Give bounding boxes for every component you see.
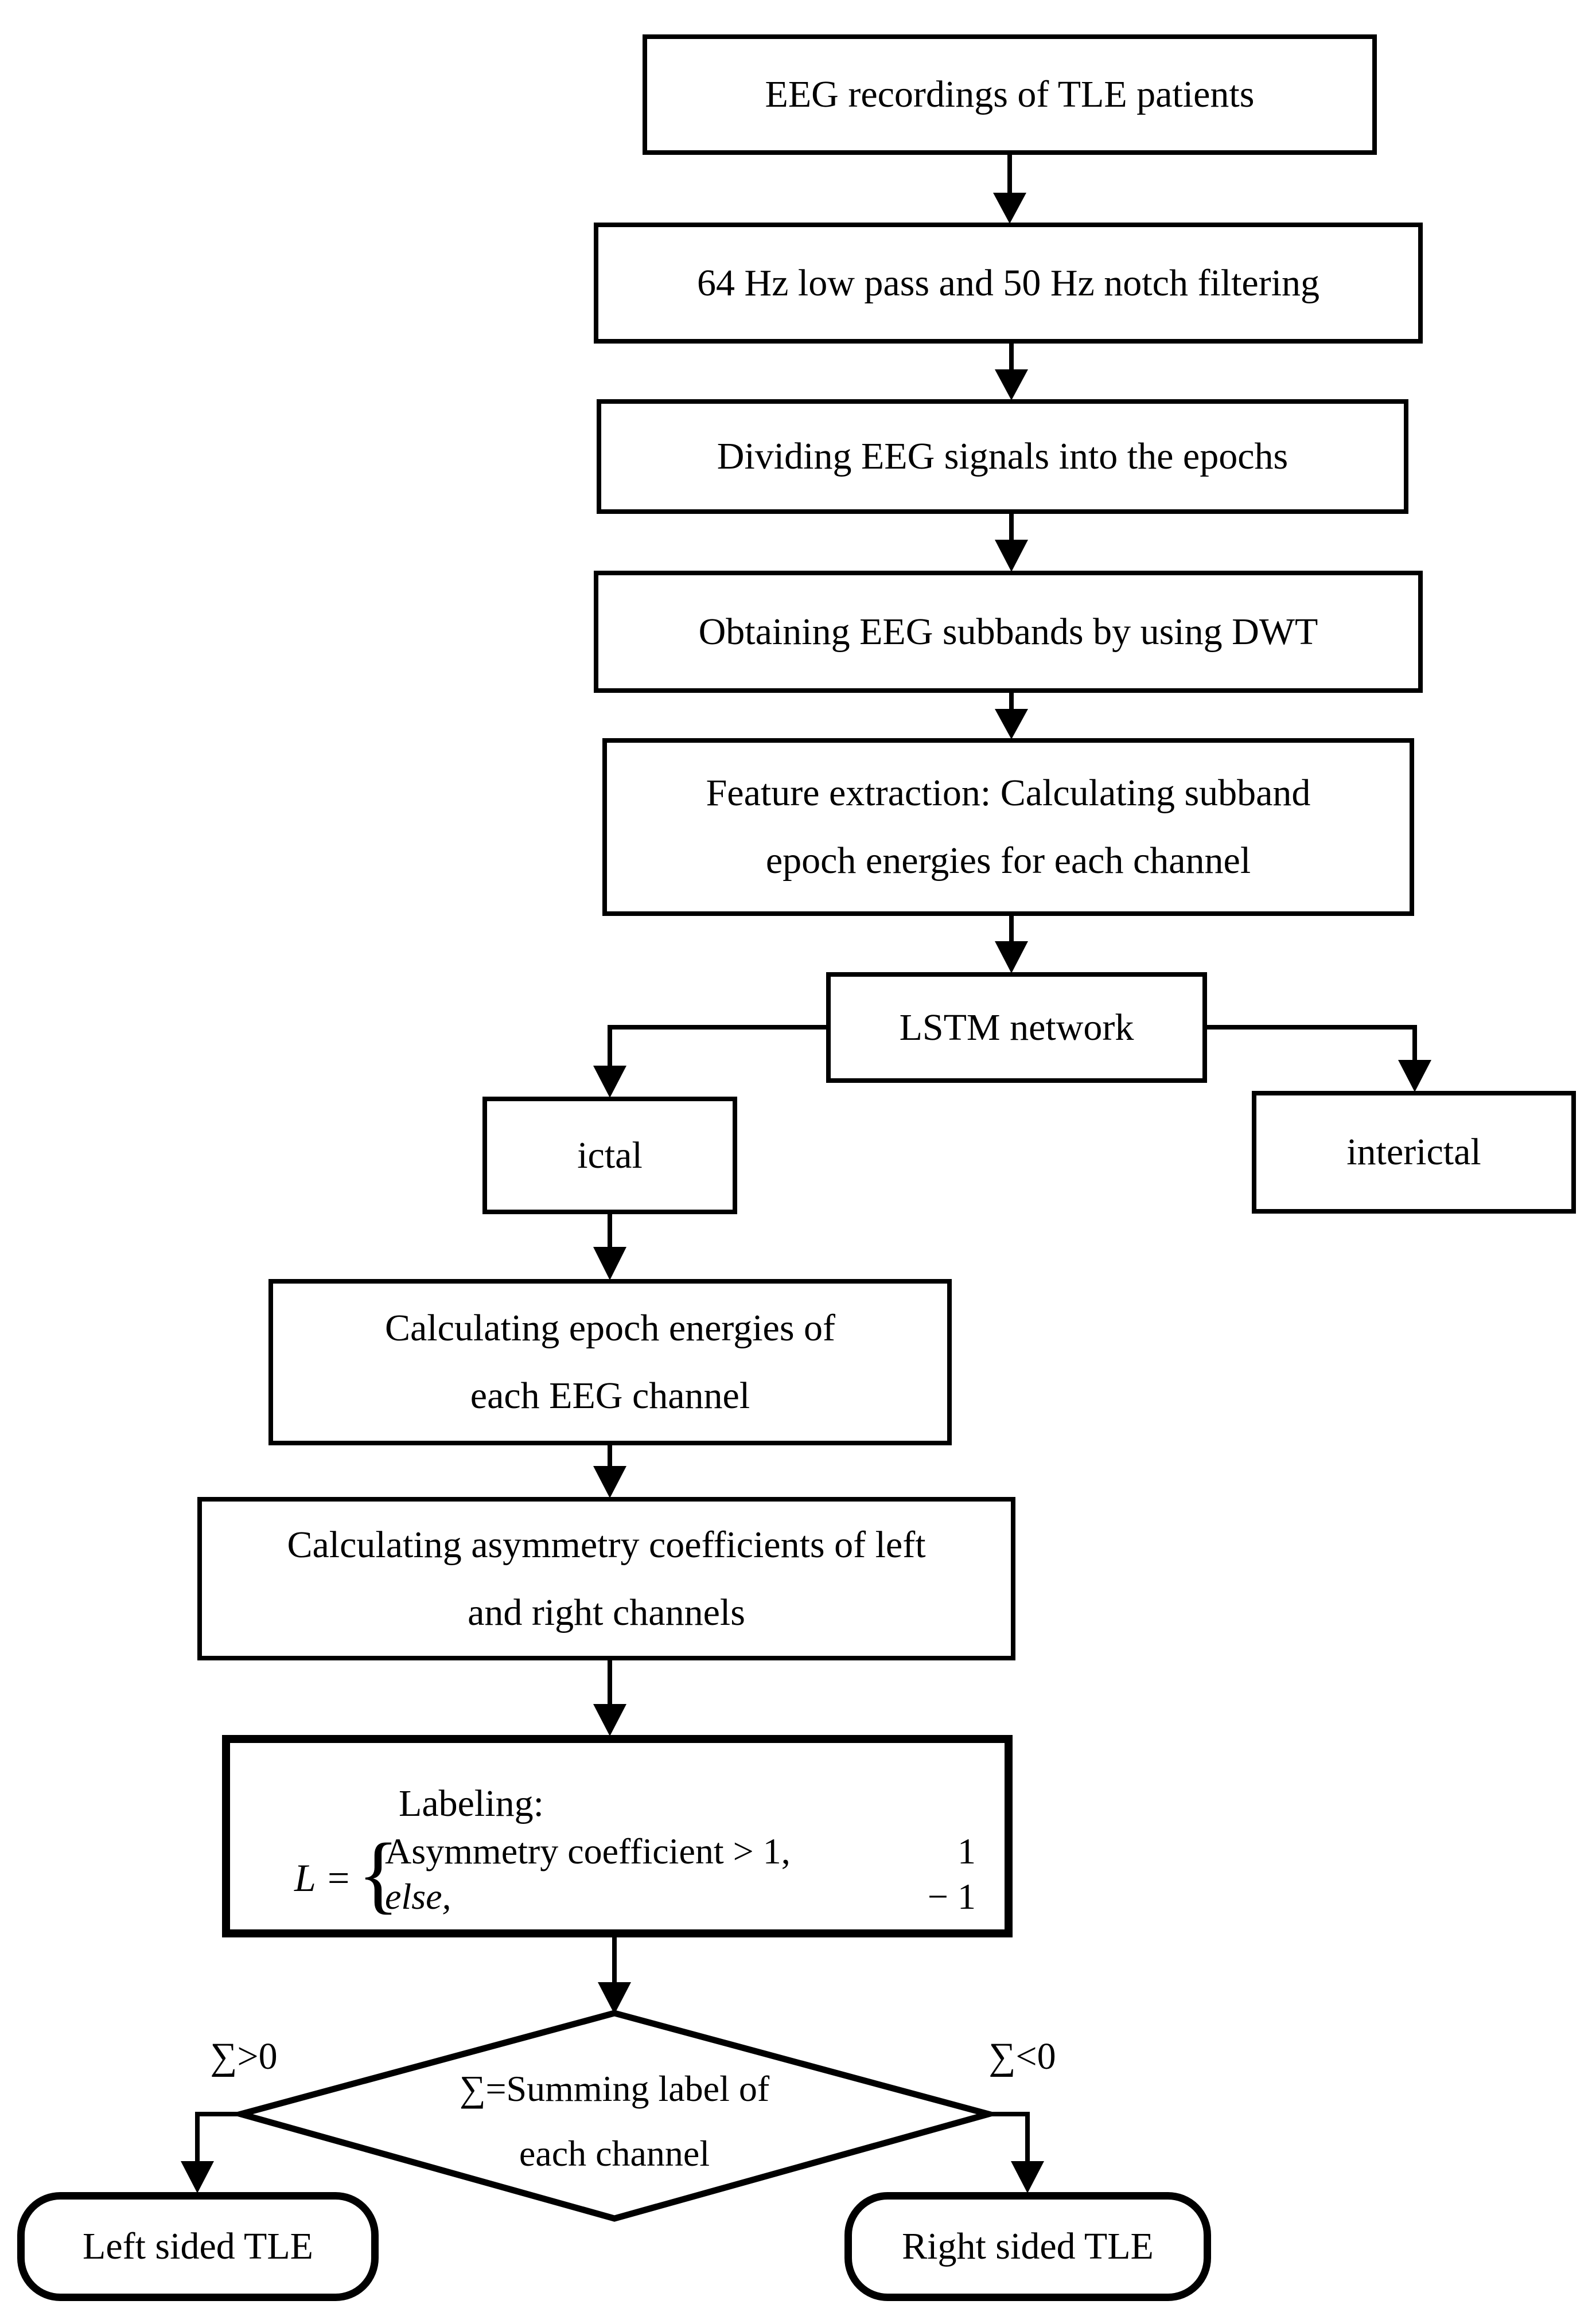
decision-label: ∑=Summing label of each channel bbox=[242, 2056, 987, 2186]
node-right-sided-tle-label: Right sided TLE bbox=[902, 2225, 1154, 2267]
arrow-dividing-to-dwt bbox=[995, 514, 1028, 572]
connector-decision-to-right-tle bbox=[988, 2112, 1044, 2193]
branch-label-sum-positive: ∑>0 bbox=[210, 2036, 278, 2077]
node-epoch-energies: Calculating epoch energies of each EEG c… bbox=[268, 1279, 952, 1445]
labeling-cases: Asymmetry coefficient > 1, 1 else, − 1 bbox=[385, 1829, 976, 1920]
node-lstm-network: LSTM network bbox=[826, 972, 1207, 1083]
node-ictal: ictal bbox=[482, 1097, 737, 1214]
node-dividing-epochs-label: Dividing EEG signals into the epochs bbox=[717, 435, 1289, 477]
node-filtering: 64 Hz low pass and 50 Hz notch filtering bbox=[594, 223, 1423, 344]
labeling-case1-value: 1 bbox=[957, 1831, 976, 1872]
node-epoch-energies-line1: Calculating epoch energies of bbox=[384, 1307, 835, 1349]
labeling-case2: else, − 1 bbox=[385, 1874, 976, 1920]
labeling-case2-condition: else, bbox=[385, 1876, 451, 1917]
node-asymmetry-coefficients: Calculating asymmetry coefficients of le… bbox=[197, 1497, 1015, 1660]
arrow-labeling-to-decision bbox=[598, 1937, 631, 2014]
labeling-case2-value: − 1 bbox=[927, 1876, 976, 1917]
labeling-lhs: L = bbox=[294, 1856, 352, 1900]
node-left-sided-tle-label: Left sided TLE bbox=[83, 2225, 313, 2267]
branch-label-sum-negative: ∑<0 bbox=[988, 2036, 1056, 2077]
node-feature-extraction-line1: Feature extraction: Calculating subband bbox=[706, 772, 1311, 814]
node-right-sided-tle: Right sided TLE bbox=[844, 2192, 1211, 2301]
arrow-asymmetry-to-labeling bbox=[593, 1660, 626, 1736]
node-eeg-recordings-label: EEG recordings of TLE patients bbox=[765, 73, 1255, 115]
decision-diamond bbox=[229, 2010, 1001, 2222]
arrow-dwt-to-feature bbox=[995, 693, 1028, 739]
connector-lstm-to-ictal bbox=[593, 1025, 828, 1098]
arrow-epoch-energies-to-asymmetry bbox=[593, 1445, 626, 1498]
node-dwt-subbands: Obtaining EEG subbands by using DWT bbox=[594, 571, 1423, 693]
node-epoch-energies-line2: each EEG channel bbox=[470, 1375, 750, 1417]
arrow-feature-to-lstm bbox=[995, 916, 1028, 973]
node-interictal-label: interictal bbox=[1346, 1131, 1481, 1173]
arrow-filtering-to-dividing bbox=[995, 344, 1028, 400]
node-labeling: Labeling: L = { Asymmetry coefficient > … bbox=[222, 1735, 1013, 1937]
node-filtering-label: 64 Hz low pass and 50 Hz notch filtering bbox=[696, 262, 1320, 304]
node-asymmetry-line1: Calculating asymmetry coefficients of le… bbox=[287, 1523, 926, 1566]
node-asymmetry-line2: and right channels bbox=[468, 1591, 745, 1633]
connector-decision-to-left-tle bbox=[181, 2112, 241, 2193]
labeling-case1: Asymmetry coefficient > 1, 1 bbox=[385, 1829, 976, 1874]
node-interictal: interictal bbox=[1252, 1091, 1576, 1214]
arrow-ictal-to-epoch-energies bbox=[593, 1214, 626, 1280]
node-left-sided-tle: Left sided TLE bbox=[17, 2192, 379, 2301]
labeling-brace: { bbox=[357, 1826, 399, 1922]
node-dividing-epochs: Dividing EEG signals into the epochs bbox=[597, 399, 1408, 514]
node-eeg-recordings: EEG recordings of TLE patients bbox=[643, 34, 1377, 155]
arrow-recordings-to-filtering bbox=[993, 155, 1026, 224]
labeling-case1-condition: Asymmetry coefficient > 1, bbox=[385, 1831, 791, 1872]
node-ictal-label: ictal bbox=[577, 1134, 643, 1176]
node-feature-extraction: Feature extraction: Calculating subband … bbox=[602, 738, 1414, 916]
decision-label-line1: ∑=Summing label of bbox=[459, 2068, 770, 2109]
labeling-title: Labeling: bbox=[399, 1783, 544, 1824]
node-dwt-subbands-label: Obtaining EEG subbands by using DWT bbox=[698, 610, 1318, 653]
node-feature-extraction-line2: epoch energies for each channel bbox=[765, 840, 1251, 882]
connector-lstm-to-interictal bbox=[1205, 1025, 1431, 1092]
decision-label-line2: each channel bbox=[519, 2133, 710, 2174]
node-lstm-network-label: LSTM network bbox=[899, 1006, 1134, 1048]
